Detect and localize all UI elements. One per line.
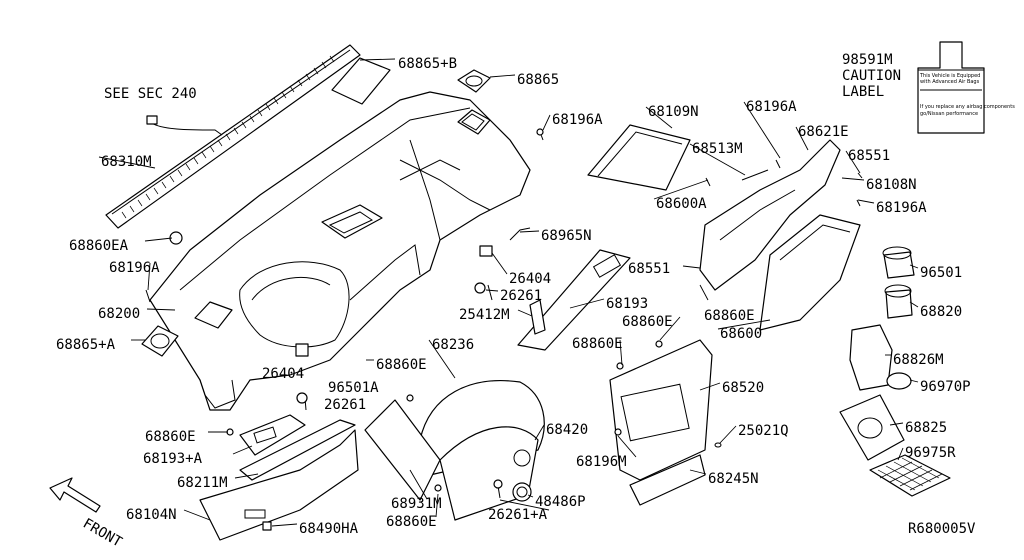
glove-box-lid (759, 214, 861, 331)
callout-26261: 26261 (324, 397, 366, 413)
callout-68420: 68420 (546, 422, 588, 438)
callout-68820: 68820 (920, 304, 962, 320)
callout-68193: 68193 (606, 296, 648, 312)
callout-68860ea: 68860EA (69, 238, 129, 254)
callout-68865: 68865 (517, 72, 559, 88)
callout-68196a: 68196A (746, 99, 797, 115)
callout-68196a: 68196A (109, 260, 160, 276)
callout-68860e: 68860E (145, 429, 196, 445)
lower-trim-68211m (239, 419, 356, 481)
caution-part-number: 98591M (842, 52, 893, 68)
caution-text-4: go/Nissan performance (920, 111, 978, 117)
lower-trim-68104n (199, 429, 359, 541)
callout-68551: 68551 (848, 148, 890, 164)
callout-68513m: 68513M (692, 141, 743, 157)
callout-68551: 68551 (628, 261, 670, 277)
callout-68520: 68520 (722, 380, 764, 396)
callout-68104n: 68104N (126, 507, 177, 523)
side-panel-68931m (364, 399, 441, 501)
callout-96970p: 96970P (920, 379, 971, 395)
callout-48486p: 48486P (535, 494, 586, 510)
callout-68860e: 68860E (386, 514, 437, 530)
callout-68860e: 68860E (376, 357, 427, 373)
cup-holder-68826m (849, 324, 893, 391)
callout-25021q: 25021Q (738, 423, 789, 439)
caution-title: CAUTION (842, 68, 901, 84)
cluster-bezel-68420 (439, 426, 539, 521)
instrument-panel-body (149, 91, 531, 411)
caution-text-2: with Advanced Air Bags (920, 79, 980, 85)
bracket-68109n (587, 124, 691, 191)
front-label: FRONT (80, 516, 125, 551)
speaker-grille-cover (331, 57, 391, 105)
speaker-bezel-68865 (457, 69, 491, 93)
dashboard-drawing (105, 44, 531, 411)
callout-68196a: 68196A (876, 200, 927, 216)
switch-panel-68245n (629, 454, 706, 506)
callout-25412m: 25412M (459, 307, 510, 323)
callout-68860e: 68860E (704, 308, 755, 324)
callout-68865-a: 68865+A (56, 337, 116, 353)
callout-68825: 68825 (905, 420, 947, 436)
callout-68826m: 68826M (893, 352, 944, 368)
callout-68860e: 68860E (622, 314, 673, 330)
front-arrow: FRONT (49, 477, 125, 551)
defroster-slats (121, 55, 335, 219)
callout-26404: 26404 (262, 366, 304, 382)
callout-96501a: 96501A (328, 380, 379, 396)
glove-box-panel (699, 139, 841, 291)
caution-text-1: This Vehicle is Equipped (919, 73, 980, 79)
leader-lines (98, 58, 919, 527)
callout-96975r: 96975R (905, 445, 956, 461)
callout-68236: 68236 (432, 337, 474, 353)
caution-text-3: If you replace any airbag components (920, 104, 1015, 110)
callout-68860e: 68860E (572, 336, 623, 352)
callout-68193-a: 68193+A (143, 451, 203, 467)
diagram-code: R680005V (908, 521, 976, 537)
trim-strip-68193 (517, 249, 631, 351)
wire-harness (149, 121, 223, 136)
caution-subtitle: LABEL (842, 84, 884, 100)
caution-label: 98591M CAUTION LABEL This Vehicle is Equ… (842, 41, 1015, 134)
center-bezel-68520 (609, 339, 713, 481)
callout-68310m: 68310M (101, 154, 152, 170)
callout-68211m: 68211M (177, 475, 228, 491)
callout-68931m: 68931M (391, 496, 442, 512)
callout-68865-b: 68865+B (398, 56, 457, 72)
callout-26261-a: 26261+A (488, 507, 548, 523)
callout-26404: 26404 (509, 271, 551, 287)
cup-mat-96975r (869, 454, 951, 497)
callout-68600a: 68600A (656, 196, 707, 212)
callout-see-sec-240: SEE SEC 240 (104, 86, 197, 102)
callout-26261: 26261 (500, 288, 542, 304)
callout-68965n: 68965N (541, 228, 592, 244)
callout-68196a: 68196A (552, 112, 603, 128)
callout-68245n: 68245N (708, 471, 759, 487)
parts-drawing (141, 69, 951, 541)
callout-68490ha: 68490HA (299, 521, 359, 537)
callout-68109n: 68109N (648, 104, 699, 120)
cup-finisher-68825 (839, 394, 905, 461)
callout-68621e: 68621E (798, 124, 849, 140)
callout-68600: 68600 (720, 326, 762, 342)
callout-96501: 96501 (920, 265, 962, 281)
speaker-bezel-68865a (141, 325, 179, 357)
callout-68108n: 68108N (866, 177, 917, 193)
callout-68200: 68200 (98, 306, 140, 322)
callout-68196m: 68196M (576, 454, 627, 470)
defroster-grille-panel (105, 44, 361, 229)
